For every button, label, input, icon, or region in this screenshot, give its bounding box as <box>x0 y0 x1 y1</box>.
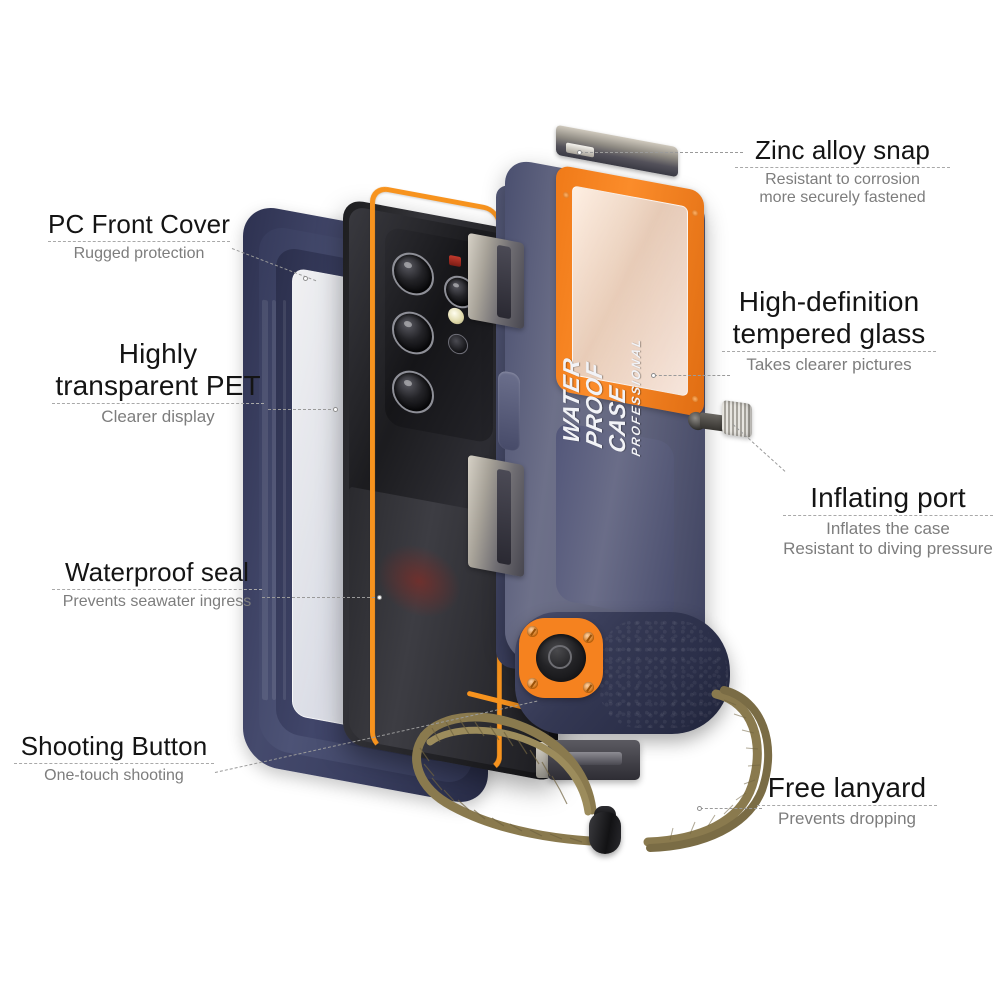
leader-dot-zinc-alloy-snap <box>577 150 582 155</box>
callout-highly-transparent-pet: Highly transparent PET Clearer display <box>52 338 264 427</box>
callout-pc-front-cover: PC Front Cover Rugged protection <box>48 209 231 263</box>
callout-rule <box>757 804 937 806</box>
callout-title: Waterproof seal <box>64 557 250 587</box>
shooting-button-screw <box>527 626 538 637</box>
callout-subtitle: Inflates the case Resistant to diving pr… <box>783 518 993 558</box>
callout-rule <box>48 240 230 242</box>
callout-title: PC Front Cover <box>48 209 231 239</box>
callout-title: Shooting Button <box>20 731 208 761</box>
callout-high-definition-tempered-glass: High-definition tempered glass Takes cle… <box>722 286 936 375</box>
callout-subtitle: Resistant to corrosion more securely fas… <box>759 170 926 207</box>
shooting-button-screw <box>583 632 594 643</box>
callout-subtitle: Prevents dropping <box>778 808 916 828</box>
shooting-button-screw <box>527 678 538 689</box>
leader-dot-transparent-pet <box>333 407 338 412</box>
callout-subtitle: One-touch shooting <box>44 766 184 784</box>
callout-rule <box>735 166 950 168</box>
callout-title: Free lanyard <box>767 772 927 803</box>
callout-zinc-alloy-snap: Zinc alloy snap Resistant to corrosion m… <box>735 135 950 208</box>
callout-title: High-definition tempered glass <box>732 286 926 349</box>
leader-dot-waterproof-seal <box>377 595 382 600</box>
shooting-button-screw <box>583 682 594 693</box>
callout-rule <box>722 350 936 352</box>
callout-rule <box>783 514 993 516</box>
lanyard-toggle[interactable] <box>589 812 621 854</box>
callout-title: Zinc alloy snap <box>755 135 930 165</box>
callout-rule <box>14 762 214 764</box>
callout-subtitle: Takes clearer pictures <box>746 354 912 374</box>
callout-shooting-button: Shooting Button One-touch shooting <box>14 731 214 785</box>
callout-waterproof-seal: Waterproof seal Prevents seawater ingres… <box>52 557 262 611</box>
leader-dot-free-lanyard <box>697 806 702 811</box>
callout-rule <box>52 588 262 590</box>
callout-free-lanyard: Free lanyard Prevents dropping <box>757 772 937 829</box>
callout-title: Inflating port <box>810 482 966 513</box>
callout-subtitle: Rugged protection <box>73 244 205 262</box>
callout-inflating-port: Inflating port Inflates the case Resista… <box>783 482 993 558</box>
shutter-icon <box>548 645 572 669</box>
leader-dot-tempered-glass <box>651 373 656 378</box>
callout-subtitle: Clearer display <box>101 406 215 426</box>
callout-subtitle: Prevents seawater ingress <box>62 592 252 610</box>
callout-rule <box>52 402 264 404</box>
grip-texture <box>600 620 728 728</box>
callout-title: Highly transparent PET <box>55 338 261 401</box>
leader-dot-pc-front-cover <box>303 276 308 281</box>
